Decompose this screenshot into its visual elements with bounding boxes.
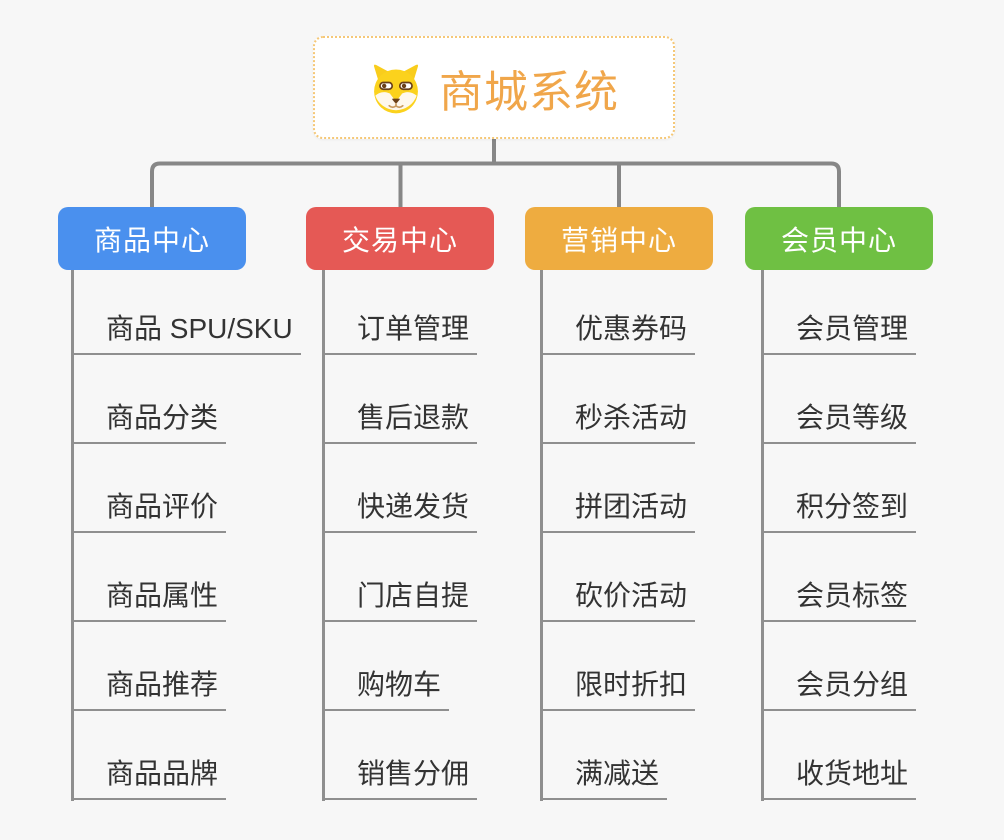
child-topic[interactable]: 限时折扣 [540,661,696,711]
branch-label: 交易中心 [341,224,458,256]
child-topic[interactable]: 商品推荐 [71,661,227,711]
branch-label: 会员中心 [780,224,897,256]
child-topic[interactable]: 商品 SPU/SKU [71,305,301,355]
marketing-center-children: 优惠券码 秒杀活动 拼团活动 砍价活动 限时折扣 满减送 [540,270,696,800]
trade-center-children: 订单管理 售后退款 快递发货 门店自提 购物车 销售分佣 [322,270,478,800]
child-topic[interactable]: 会员分组 [761,661,917,711]
dog-face-icon [373,64,419,113]
tree-rail-connector [150,161,841,207]
member-center-children: 会员管理 会员等级 积分签到 会员标签 会员分组 收货地址 [761,270,917,800]
branch-node-member-center[interactable]: 会员中心 [745,207,933,270]
child-topic[interactable]: 门店自提 [322,572,478,622]
child-topic[interactable]: 商品评价 [71,483,227,533]
child-topic[interactable]: 满减送 [540,750,668,800]
child-topic[interactable]: 销售分佣 [322,750,478,800]
child-topic[interactable]: 砍价活动 [540,572,696,622]
child-topic[interactable]: 优惠券码 [540,305,696,355]
child-topic[interactable]: 购物车 [322,661,450,711]
child-topic[interactable]: 商品品牌 [71,750,227,800]
child-topic[interactable]: 订单管理 [322,305,478,355]
product-center-children: 商品 SPU/SKU 商品分类 商品评价 商品属性 商品推荐 商品品牌 [71,270,301,800]
child-topic[interactable]: 商品属性 [71,572,227,622]
child-topic[interactable]: 会员管理 [761,305,917,355]
child-topic[interactable]: 积分签到 [761,483,917,533]
child-topic[interactable]: 会员等级 [761,394,917,444]
branch-node-trade-center[interactable]: 交易中心 [306,207,494,270]
child-topic[interactable]: 秒杀活动 [540,394,696,444]
root-topic-label: 商城系统 [439,67,619,117]
child-topic[interactable]: 快递发货 [322,483,478,533]
branch-label: 商品中心 [93,224,210,256]
branch-label: 营销中心 [560,224,677,256]
child-topic[interactable]: 商品分类 [71,394,227,444]
child-topic[interactable]: 会员标签 [761,572,917,622]
branch-node-marketing-center[interactable]: 营销中心 [525,207,713,270]
child-topic[interactable]: 收货地址 [761,750,917,800]
branch-node-product-center[interactable]: 商品中心 [58,207,246,270]
child-topic[interactable]: 售后退款 [322,394,478,444]
root-topic[interactable]: 商城系统 [313,36,675,139]
child-topic[interactable]: 拼团活动 [540,483,696,533]
